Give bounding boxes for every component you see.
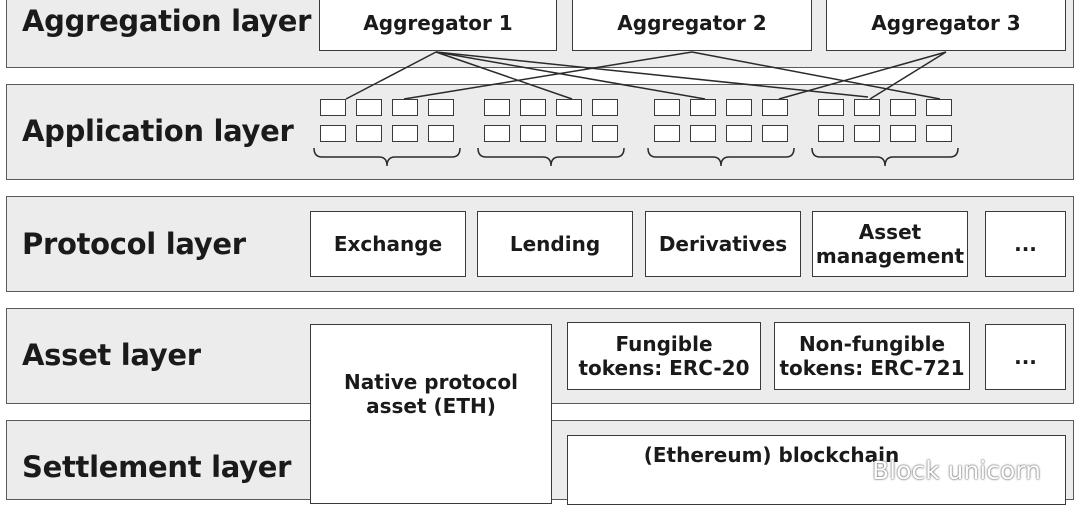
app-cell <box>320 99 346 116</box>
app-cell <box>726 99 752 116</box>
app-cell <box>520 125 546 142</box>
aggregator-3-box: Aggregator 3 <box>826 0 1066 51</box>
application-layer-label: Application layer <box>22 114 294 148</box>
app-cell <box>690 99 716 116</box>
app-cell <box>926 125 952 142</box>
aggregation-layer-label: Aggregation layer <box>22 4 312 38</box>
app-cell <box>854 125 880 142</box>
more-assets-box: ... <box>985 324 1066 390</box>
app-cell <box>818 99 844 116</box>
app-cell <box>356 125 382 142</box>
watermark-text: Block unicorn <box>872 456 1041 485</box>
exchange-protocol-box: Exchange <box>310 211 466 277</box>
wechat-logo-icon <box>838 462 866 484</box>
protocol-layer-label: Protocol layer <box>22 227 246 261</box>
app-cell <box>890 125 916 142</box>
settlement-layer-label: Settlement layer <box>22 450 292 484</box>
app-cell <box>556 125 582 142</box>
app-cell <box>356 99 382 116</box>
app-cell <box>592 99 618 116</box>
derivatives-protocol-box: Derivatives <box>645 211 801 277</box>
app-cell <box>392 125 418 142</box>
non-fungible-tokens-box: Non-fungible tokens: ERC-721 <box>774 322 970 390</box>
app-cell <box>854 99 880 116</box>
app-cell <box>654 125 680 142</box>
group-brace <box>313 147 461 167</box>
native-protocol-asset-box: Native protocol asset (ETH) <box>310 324 552 504</box>
app-cell <box>556 99 582 116</box>
app-cell <box>762 125 788 142</box>
app-cell <box>690 125 716 142</box>
app-cell <box>484 99 510 116</box>
app-cell <box>762 99 788 116</box>
group-brace <box>477 147 625 167</box>
app-cell <box>520 99 546 116</box>
connector-lines <box>313 51 959 167</box>
more-protocols-box: ... <box>985 211 1066 277</box>
app-cell <box>484 125 510 142</box>
app-cell <box>592 125 618 142</box>
app-cell <box>818 125 844 142</box>
aggregator-1-box: Aggregator 1 <box>319 0 557 51</box>
app-cell <box>320 125 346 142</box>
fungible-tokens-box: Fungible tokens: ERC-20 <box>567 322 761 390</box>
asset-layer-label: Asset layer <box>22 338 201 372</box>
app-cell <box>726 125 752 142</box>
lending-protocol-box: Lending <box>477 211 633 277</box>
asset-management-protocol-box: Asset management <box>812 211 968 277</box>
app-cell <box>654 99 680 116</box>
app-cell <box>428 99 454 116</box>
app-cell <box>428 125 454 142</box>
aggregator-2-box: Aggregator 2 <box>572 0 812 51</box>
group-brace <box>811 147 959 167</box>
group-brace <box>647 147 795 167</box>
app-cell <box>890 99 916 116</box>
